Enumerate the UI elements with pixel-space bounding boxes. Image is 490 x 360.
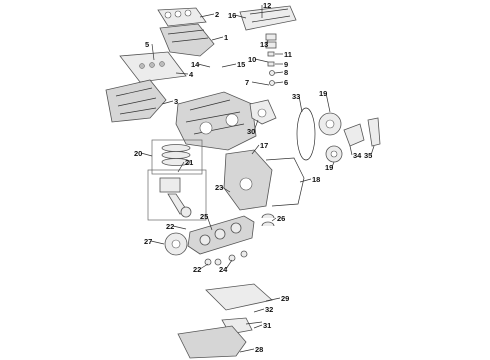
callout-number: 16 bbox=[228, 11, 236, 20]
callout-number: 18 bbox=[312, 175, 320, 184]
callout-number: 21 bbox=[185, 158, 193, 167]
callout-number: 17 bbox=[260, 141, 268, 150]
callout-number: 32 bbox=[265, 305, 273, 314]
leader-line bbox=[151, 43, 155, 61]
piston-rod-box bbox=[147, 169, 207, 221]
oil-pan bbox=[177, 325, 247, 359]
leader-line bbox=[253, 308, 265, 313]
piston-and-connecting-rod bbox=[159, 177, 192, 218]
leader-line bbox=[331, 161, 335, 168]
callout-number: 35 bbox=[364, 151, 372, 160]
leader-line bbox=[221, 63, 237, 68]
leader-line bbox=[251, 144, 260, 155]
cam-sprocket bbox=[318, 112, 342, 136]
callout-number: 28 bbox=[255, 345, 263, 354]
leader-line bbox=[298, 95, 303, 113]
callout-number: 2 bbox=[215, 10, 219, 19]
crank-sprocket bbox=[325, 145, 343, 163]
callout-number: 20 bbox=[134, 149, 142, 158]
leader-line bbox=[197, 63, 211, 68]
leader-line bbox=[140, 152, 153, 157]
bearing-shells bbox=[204, 213, 275, 266]
cylinder-head-gasket bbox=[157, 7, 207, 27]
leader-line bbox=[199, 13, 215, 18]
callout-number: 27 bbox=[144, 237, 152, 246]
callout-number: 13 bbox=[260, 40, 268, 49]
exhaust-manifold bbox=[239, 5, 297, 31]
cylinder-head bbox=[159, 23, 215, 57]
leader-line bbox=[253, 324, 263, 329]
callout-number: 6 bbox=[284, 78, 288, 87]
callout-number: 34 bbox=[353, 151, 362, 160]
callout-number: 9 bbox=[284, 60, 288, 69]
leader-line bbox=[370, 145, 375, 156]
water-pump bbox=[249, 99, 277, 125]
callout-number: 14 bbox=[191, 60, 200, 69]
leader-line bbox=[225, 259, 233, 270]
callout-number: 29 bbox=[281, 294, 289, 303]
leader-line bbox=[177, 161, 185, 173]
leader-line bbox=[199, 263, 209, 270]
callout-number: 26 bbox=[277, 214, 285, 223]
leader-line bbox=[251, 81, 270, 86]
leader-line bbox=[299, 178, 312, 183]
leader-line bbox=[206, 215, 213, 231]
leader-line bbox=[239, 348, 255, 353]
timing-cover bbox=[223, 149, 273, 211]
harmonic-balancer bbox=[164, 232, 188, 256]
callout-number: 3 bbox=[174, 97, 178, 106]
leader-line bbox=[221, 186, 231, 193]
callout-number: 11 bbox=[284, 50, 292, 59]
leader-line bbox=[325, 92, 331, 113]
leader-line bbox=[211, 36, 224, 41]
callout-number: 19 bbox=[325, 163, 333, 172]
timing-chain bbox=[296, 107, 316, 161]
callout-number: 24 bbox=[219, 265, 228, 274]
leader-line bbox=[172, 225, 187, 230]
callout-number: 33 bbox=[292, 92, 300, 101]
callout-number: 10 bbox=[248, 55, 256, 64]
small-bolts-group bbox=[265, 33, 277, 86]
chain-guide bbox=[367, 117, 381, 147]
leader-line bbox=[253, 119, 259, 132]
leader-line bbox=[254, 58, 269, 63]
engine-block bbox=[175, 91, 257, 151]
callout-number: 1 bbox=[224, 33, 228, 42]
callout-number: 8 bbox=[284, 68, 288, 77]
leader-line bbox=[274, 71, 284, 74]
piston-rings-box bbox=[151, 139, 203, 175]
callout-number: 4 bbox=[189, 70, 194, 79]
timing-cover-gasket bbox=[265, 157, 305, 207]
callout-number: 22 bbox=[166, 222, 174, 231]
leader-line bbox=[161, 100, 174, 105]
leader-line bbox=[234, 14, 247, 19]
valve-cover bbox=[119, 51, 187, 83]
crankshaft bbox=[187, 215, 255, 255]
windage-tray bbox=[205, 283, 273, 311]
callout-number: 19 bbox=[319, 89, 327, 98]
leader-line bbox=[150, 240, 165, 245]
intake-manifold-cover bbox=[105, 79, 167, 123]
chain-tensioner bbox=[343, 123, 365, 147]
leader-line bbox=[349, 145, 353, 156]
callout-number: 5 bbox=[145, 40, 149, 49]
callout-number: 12 bbox=[263, 1, 271, 10]
leader-line bbox=[265, 297, 281, 302]
leader-line bbox=[271, 217, 277, 222]
leader-line bbox=[266, 39, 269, 45]
callout-number: 15 bbox=[237, 60, 245, 69]
callout-number: 7 bbox=[245, 78, 249, 87]
callout-number: 23 bbox=[215, 183, 223, 192]
leader-line bbox=[175, 72, 189, 75]
callout-number: 31 bbox=[263, 321, 271, 330]
callout-number: 22 bbox=[193, 265, 201, 274]
leader-line bbox=[274, 81, 284, 84]
callout-number: 30 bbox=[247, 127, 255, 136]
callout-number: 25 bbox=[200, 212, 208, 221]
